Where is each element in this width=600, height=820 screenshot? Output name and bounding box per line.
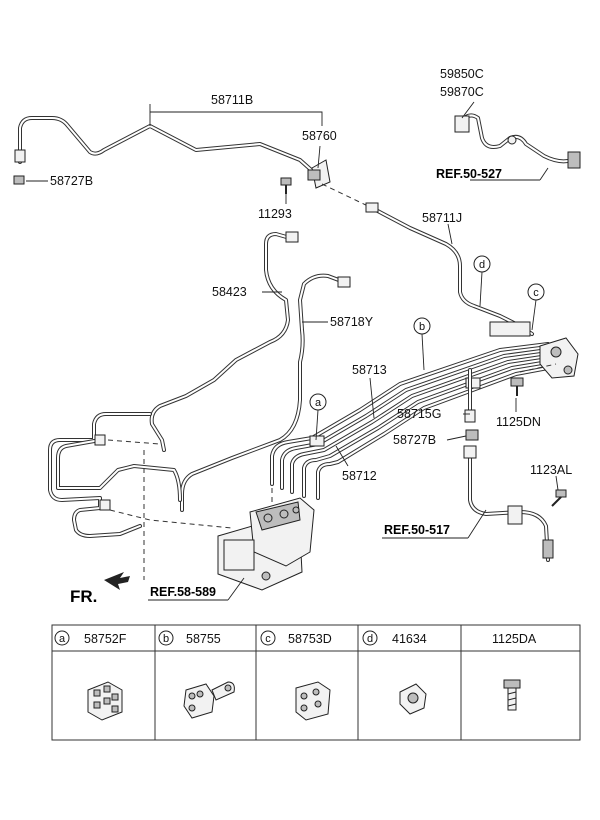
label-ref-50-527: REF.50-527 — [436, 167, 502, 181]
svg-text:d: d — [367, 633, 373, 645]
label-58713: 58713 — [352, 363, 387, 377]
wheel-speed-sensor — [454, 113, 581, 169]
svg-text:1125DA: 1125DA — [492, 632, 537, 646]
grommet — [465, 377, 481, 389]
rear-brake-hose — [463, 445, 554, 562]
svg-text:58755: 58755 — [186, 632, 221, 646]
label-58712: 58712 — [342, 469, 377, 483]
label-58715G: 58715G — [397, 407, 441, 421]
label-1125DN: 1125DN — [496, 415, 541, 429]
leader-58711B — [149, 104, 323, 126]
label-58718Y: 58718Y — [330, 315, 374, 329]
callout-a: a — [309, 393, 327, 441]
legend-header-a: a 58752F — [54, 630, 127, 646]
brake-line-58423 — [149, 231, 299, 452]
svg-text:b: b — [419, 321, 425, 333]
label-58711J: 58711J — [422, 211, 462, 225]
label-58711B: 58711B — [211, 93, 253, 107]
front-loop-lines — [48, 412, 182, 538]
svg-text:a: a — [315, 397, 322, 409]
callout-c: c — [527, 283, 545, 331]
bolt-1123AL — [551, 489, 567, 507]
bracket-58760 — [307, 159, 331, 189]
legend-header-b: b 58755 — [158, 630, 221, 646]
svg-text:d: d — [479, 259, 485, 271]
label-front: FR. — [70, 587, 97, 606]
label-1123AL: 1123AL — [530, 463, 572, 477]
hose-58715G — [464, 368, 479, 441]
svg-text:58753D: 58753D — [288, 632, 332, 646]
brake-line-bundle — [270, 321, 550, 500]
brake-line-58711J — [365, 202, 534, 336]
label-59850C: 59850C — [440, 67, 484, 81]
legend-header-e: 1125DA — [492, 632, 537, 646]
line-fitting — [14, 149, 26, 163]
callout-d: d — [473, 255, 491, 307]
clip-58753D — [489, 321, 531, 337]
label-ref-58-589: REF.58-589 — [150, 585, 216, 599]
svg-text:c: c — [533, 287, 539, 299]
label-11293: 11293 — [258, 207, 292, 221]
front-direction-indicator — [104, 572, 130, 590]
clip-58753D-picture — [295, 681, 331, 721]
grommet-41634-picture — [399, 683, 427, 715]
bolt-1125DA-picture — [503, 679, 521, 711]
svg-text:b: b — [163, 633, 169, 645]
svg-text:c: c — [265, 633, 271, 645]
legend-header-d: d 41634 — [362, 630, 427, 646]
clip-58752F — [309, 435, 325, 447]
label-58423: 58423 — [212, 285, 247, 299]
parts-legend-table: a 58752F b 58755 c 58753D d 41634 1125DA — [51, 624, 581, 741]
clip-58727B — [13, 175, 25, 185]
label-58727B-top: 58727B — [50, 174, 93, 188]
abs-hydraulic-unit — [217, 497, 315, 591]
svg-text:58752F: 58752F — [84, 632, 127, 646]
bolt-11293 — [280, 177, 292, 194]
clip-58755-picture — [183, 681, 235, 719]
brake-junction-block — [519, 337, 579, 379]
clip-58727B-mid — [465, 429, 479, 441]
svg-text:a: a — [59, 633, 66, 645]
svg-text:41634: 41634 — [392, 632, 427, 646]
brake-line-58711B — [13, 116, 320, 185]
label-ref-50-517: REF.50-517 — [384, 523, 450, 537]
callout-b: b — [413, 317, 431, 371]
bolt-1125DN — [510, 377, 524, 396]
legend-header-c: c 58753D — [260, 630, 332, 646]
brake-line-58718Y — [180, 273, 351, 512]
label-59870C: 59870C — [440, 85, 484, 99]
clip-58752F-picture — [87, 681, 123, 721]
label-58760: 58760 — [302, 129, 337, 143]
label-58727B-mid: 58727B — [393, 433, 436, 447]
